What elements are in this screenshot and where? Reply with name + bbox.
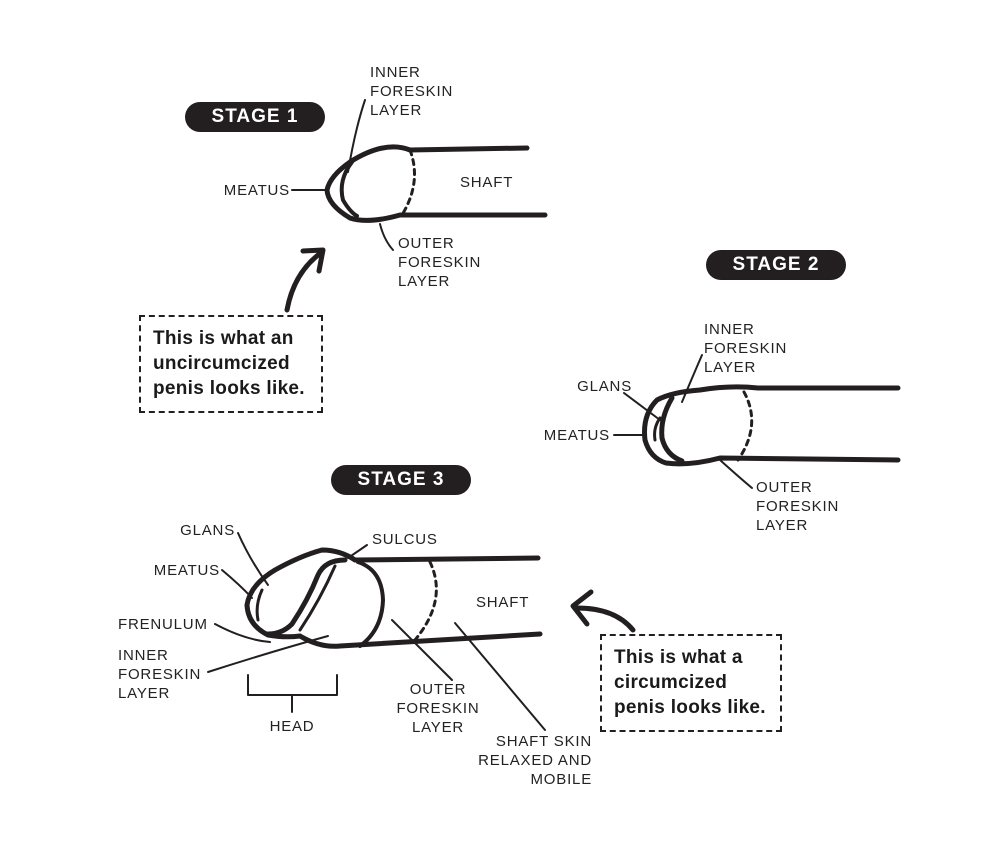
stage2-outer-foreskin-label: OUTER FORESKIN LAYER bbox=[756, 479, 840, 534]
stage2-dashed-line bbox=[736, 390, 754, 462]
stage1-outline bbox=[324, 144, 548, 223]
stage3-sulcus-label: SULCUS bbox=[372, 531, 438, 548]
stage2-meatus-label: MEATUS bbox=[543, 427, 610, 444]
circumcized-note: This is what a circumcized penis looks l… bbox=[600, 634, 782, 732]
stage1-outer-leader bbox=[379, 223, 394, 251]
stage2-glans-leader bbox=[623, 392, 661, 421]
stage1-foreskin-tip bbox=[339, 160, 359, 218]
stage3-meatus-leader bbox=[221, 569, 253, 599]
arrow-up-head bbox=[300, 247, 326, 274]
uncircumcized-note: This is what an uncircumcized penis look… bbox=[139, 315, 323, 413]
stage3-inner-leader bbox=[207, 635, 329, 673]
stage3-head-label: HEAD bbox=[269, 718, 315, 735]
arrow-left-head bbox=[570, 589, 594, 627]
stage-2-badge: STAGE 2 bbox=[706, 250, 846, 280]
stage3-shaft-label: SHAFT bbox=[476, 594, 530, 611]
stage3-meatus-label: MEATUS bbox=[153, 562, 220, 579]
stage1-meatus-label: MEATUS bbox=[223, 182, 290, 199]
stage3-sulcus-leader bbox=[347, 544, 368, 559]
stage2-illustration bbox=[613, 354, 901, 489]
stage3-head-bracket bbox=[247, 674, 338, 713]
stage2-outer-leader bbox=[719, 459, 753, 489]
stage3-sulcus-line bbox=[298, 564, 337, 632]
stage3-outer-leader bbox=[391, 619, 453, 681]
stage1-inner-leader bbox=[347, 99, 366, 173]
stage3-dashed-line bbox=[413, 560, 438, 642]
stage2-glans-tip bbox=[653, 416, 662, 442]
stage3-outer-foreskin-label: OUTER FORESKIN LAYER bbox=[396, 681, 480, 736]
stage3-outline bbox=[244, 547, 543, 649]
arrow-up bbox=[284, 249, 325, 313]
stage3-meatus-mark bbox=[255, 588, 264, 622]
stage3-frenulum-leader bbox=[214, 623, 271, 643]
stage2-inner-foreskin-label: INNER FORESKIN LAYER bbox=[704, 321, 788, 376]
stage2-inner-leader bbox=[681, 354, 703, 403]
stage3-glans-rim bbox=[265, 557, 348, 637]
stage1-shaft-label: SHAFT bbox=[460, 174, 514, 191]
stage3-shaft-skin-label: SHAFT SKIN RELAXED AND MOBILE bbox=[478, 733, 592, 788]
stage1-inner-foreskin-label: INNER FORESKIN LAYER bbox=[370, 64, 454, 119]
stage2-glans-label: GLANS bbox=[577, 378, 632, 395]
stage1-outer-foreskin-label: OUTER FORESKIN LAYER bbox=[398, 235, 482, 290]
stage3-shaftskin-leader bbox=[454, 622, 546, 731]
stage-3-badge: STAGE 3 bbox=[331, 465, 471, 495]
stage3-illustration bbox=[207, 532, 546, 731]
stage-1-badge: STAGE 1 bbox=[185, 102, 325, 132]
stage1-dashed-line bbox=[400, 148, 416, 217]
stage3-inner-foreskin-label: INNER FORESKIN LAYER bbox=[118, 647, 202, 702]
stage2-outline bbox=[642, 384, 901, 467]
stage3-outer-layer bbox=[356, 560, 385, 648]
stage2-foreskin-fold bbox=[659, 395, 685, 464]
arrow-left bbox=[574, 605, 636, 633]
stage3-glans-leader bbox=[237, 532, 269, 586]
stage3-frenulum-label: FRENULUM bbox=[118, 616, 208, 633]
stage1-illustration bbox=[291, 99, 548, 251]
stage3-glans-label: GLANS bbox=[180, 522, 235, 539]
